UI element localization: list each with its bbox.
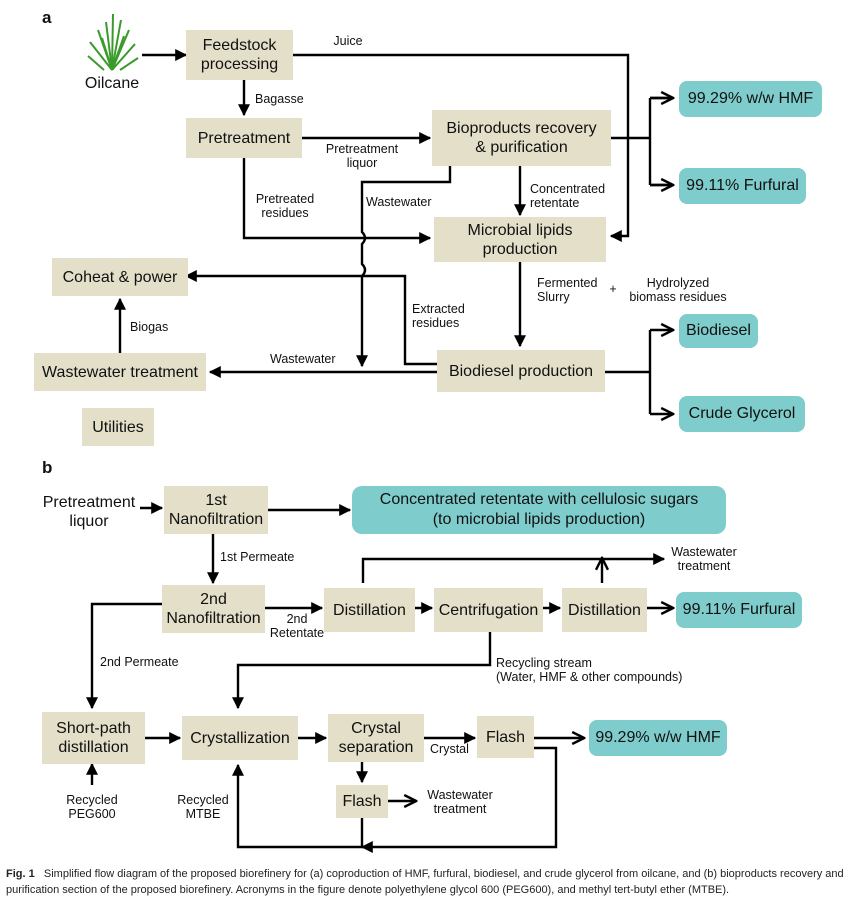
centrifugation-box: Centrifugation: [434, 588, 543, 632]
arrow-recycling-stream: [232, 632, 492, 710]
biodiesel-production-box: Biodiesel production: [437, 350, 605, 392]
label-2nd-permeate: 2nd Permeate: [100, 655, 179, 669]
caption-figure-label: Fig. 1: [6, 868, 35, 880]
arrow-ww-top: [361, 553, 666, 583]
arrow-extracted-residues: [184, 270, 440, 366]
label-extracted-residues: Extracted residues: [412, 302, 465, 330]
output-hmf-b: 99.29% w/w HMF: [589, 720, 727, 756]
label-concentrated-retentate: Concentrated retentate: [530, 182, 606, 210]
output-concentrated-retentate: Concentrated retentate with cellulosic s…: [352, 486, 726, 534]
label-wastewater-treatment-top: Wastewater treatment: [671, 545, 737, 573]
panel-a-label: a: [42, 8, 52, 27]
distillation-1-box: Distillation: [324, 588, 415, 632]
output-hmf-a: 99.29% w/w HMF: [679, 81, 822, 117]
pretreatment-box: Pretreatment: [186, 118, 302, 158]
label-2nd-retentate: 2nd Retentate: [269, 612, 325, 640]
label-hydrolyzed-residues: Hydrolyzed biomass residues: [629, 276, 727, 304]
arrow-flash1-return: [360, 746, 558, 853]
arrow-recycled-mtbe: [232, 763, 364, 849]
label-wastewater-a2: Wastewater: [270, 352, 336, 366]
output-biodiesel: Biodiesel: [679, 314, 758, 348]
label-bagasse: Bagasse: [255, 92, 304, 106]
label-plus: +: [609, 282, 617, 296]
arrow-split-biodiesel: [605, 330, 652, 414]
crystal-separation-box: Crystal separation: [328, 714, 424, 762]
output-furfural-a: 99.11% Furfural: [679, 168, 806, 204]
label-fermented-slurry: Fermented Slurry: [537, 276, 598, 304]
label-biogas: Biogas: [130, 320, 169, 334]
label-1st-permeate: 1st Permeate: [220, 550, 295, 564]
utilities-box: Utilities: [82, 408, 154, 446]
coheat-power-box: Coheat & power: [52, 258, 188, 296]
label-juice: Juice: [333, 34, 363, 48]
arrow-juice: [293, 53, 630, 242]
output-furfural-b: 99.11% Furfural: [676, 592, 802, 628]
label-pretreated-residues: Pretreated residues: [255, 192, 315, 220]
label-recycling-stream: Recycling stream (Water, HMF & other com…: [496, 656, 683, 684]
arrow-2nd-permeate: [86, 602, 162, 710]
output-crude-glycerol: Crude Glycerol: [679, 396, 805, 432]
wastewater-treatment-box: Wastewater treatment: [34, 353, 206, 391]
microbial-lipids-box: Microbial lipids production: [434, 217, 606, 262]
label-recycled-mtbe: Recycled MTBE: [177, 793, 229, 821]
label-wastewater-treatment-bottom: Wastewater treatment: [427, 788, 493, 816]
short-path-distillation-box: Short-path distillation: [42, 712, 145, 764]
arrow-wastewater-down: [356, 166, 452, 368]
arrow-pretreated-residues: [242, 158, 432, 244]
caption-text: Simplified flow diagram of the proposed …: [6, 868, 844, 896]
label-recycled-peg600: Recycled PEG600: [66, 793, 118, 821]
label-wastewater-a1: Wastewater: [366, 195, 432, 209]
arrow-split-bioproducts: [611, 96, 672, 187]
nanofiltration-1-box: 1st Nanofiltration: [164, 486, 268, 534]
distillation-2-box: Distillation: [562, 588, 647, 632]
figure-caption: Fig. 1 Simplified flow diagram of the pr…: [6, 866, 856, 898]
feedstock-processing-box: Feedstock processing: [186, 30, 293, 80]
bioproducts-recovery-box: Bioproducts recovery & purification: [432, 110, 611, 166]
oilcane-plant-icon: [87, 13, 139, 71]
oilcane-label: Oilcane: [84, 75, 140, 92]
pretreatment-liquor-source: Pretreatment liquor: [42, 494, 136, 530]
nanofiltration-2-box: 2nd Nanofiltration: [162, 585, 265, 633]
flash-1-box: Flash: [477, 716, 534, 758]
label-pretreatment-liquor: Pretreatment liquor: [325, 142, 399, 170]
flash-2-box: Flash: [336, 785, 388, 818]
label-crystal: Crystal: [430, 742, 469, 756]
crystallization-box: Crystallization: [182, 716, 298, 760]
panel-b-label: b: [42, 458, 53, 477]
